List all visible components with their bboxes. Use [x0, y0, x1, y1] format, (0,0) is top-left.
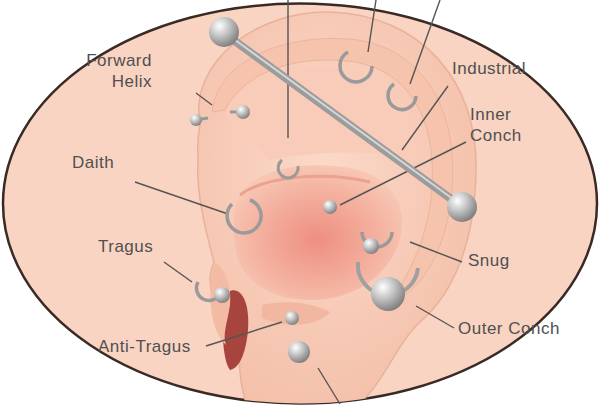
part-label: Daith	[72, 152, 114, 173]
ear-outline	[198, 12, 476, 407]
concha	[233, 165, 402, 300]
piercing-jewelry	[190, 17, 477, 363]
part-label: Inner Conch	[470, 104, 532, 147]
scapha	[225, 68, 415, 160]
part-label: Anti-Tragus	[98, 336, 191, 357]
part-label: Tragus	[98, 236, 153, 257]
antitragus-shape	[262, 302, 330, 324]
part-label: Industrial	[452, 58, 526, 79]
part-label: Snug	[468, 250, 510, 271]
part-label: Outer Conch	[458, 318, 560, 339]
part-label: Forward Helix	[62, 50, 152, 93]
tragus-shape	[210, 262, 230, 345]
crus	[240, 176, 370, 195]
